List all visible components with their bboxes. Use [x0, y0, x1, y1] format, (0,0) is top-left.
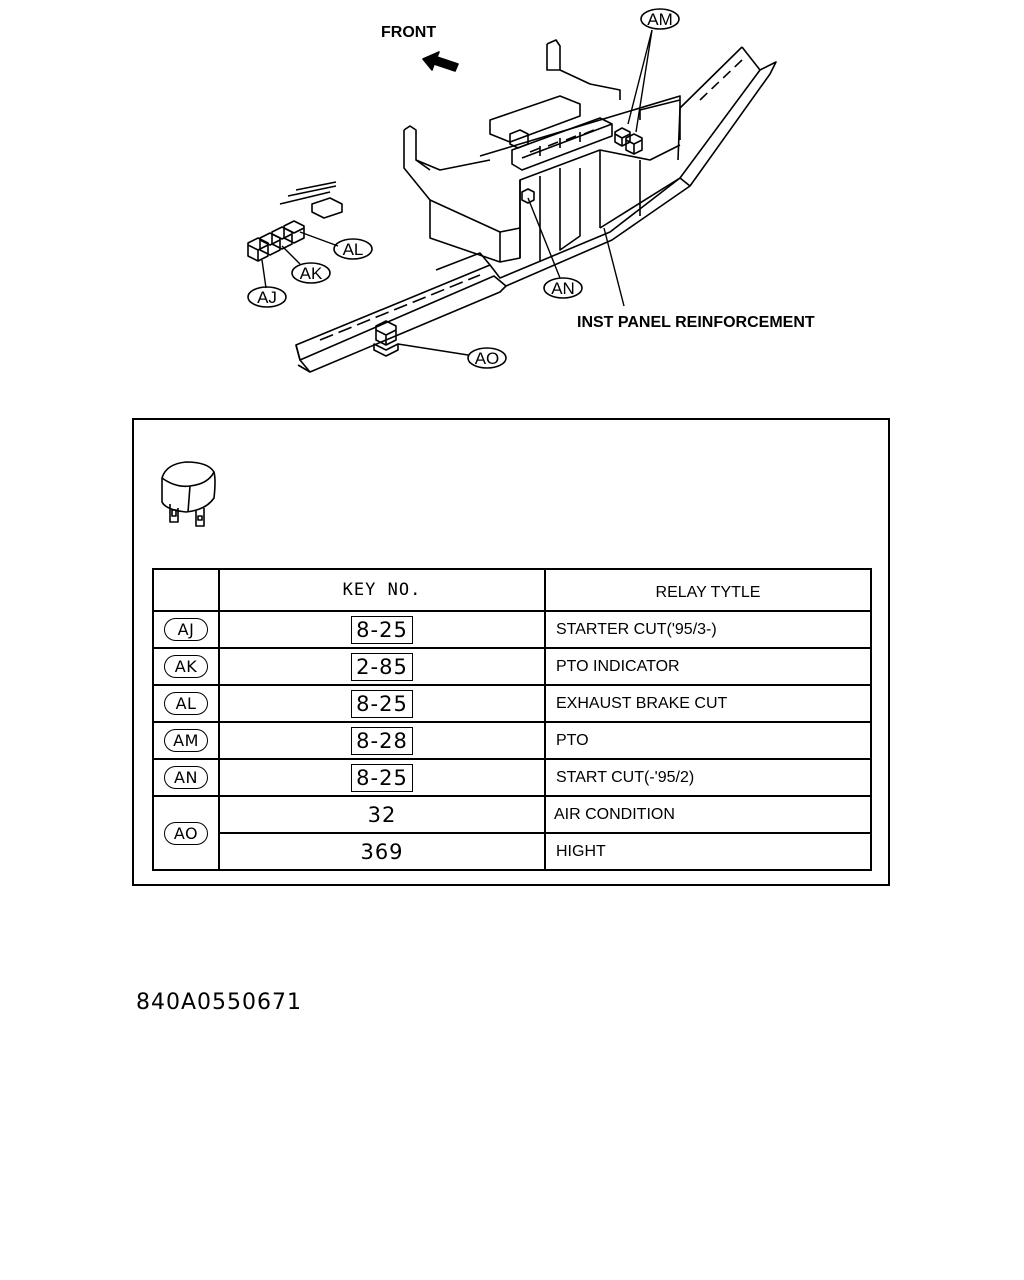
- row-key-no: 32: [367, 802, 397, 827]
- row-id-badge: AJ: [164, 618, 208, 641]
- svg-text:AM: AM: [647, 10, 673, 29]
- row-id-badge-ao: AO: [164, 821, 208, 845]
- callout-am: AM: [640, 8, 680, 30]
- row-relay-type: HIGHT: [556, 842, 606, 860]
- relay-location-diagram: FRONT: [247, 8, 815, 373]
- row-key-no: 8-28: [351, 726, 413, 755]
- row-key-no: 8-25: [351, 615, 413, 644]
- relay-block-top: [489, 95, 613, 171]
- row-key-no: 2-85: [351, 652, 413, 681]
- relay-icon: [161, 461, 216, 527]
- svg-text:AL: AL: [343, 240, 364, 259]
- row-relay-type: AIR CONDITION: [554, 805, 675, 823]
- table-header-row: KEY NO. RELAY TYTLE: [152, 568, 872, 612]
- row-id-badge: AN: [164, 766, 208, 789]
- table-row-ao-hight: 369 HIGHT: [153, 832, 872, 871]
- reinforcement-label: INST PANEL REINFORCEMENT: [577, 314, 815, 331]
- relay-ao-cube: [373, 320, 399, 357]
- svg-text:AO: AO: [475, 349, 500, 368]
- relay-table: KEY NO. RELAY TYTLE AJ 8-25 STARTER CUT(…: [152, 568, 872, 871]
- row-relay-type: PTO: [556, 731, 589, 749]
- callout-al: AL: [333, 238, 373, 260]
- row-id-badge: AK: [164, 655, 208, 678]
- svg-text:AK: AK: [300, 264, 323, 283]
- relay-an-cube: [521, 188, 535, 204]
- inst-panel-reinforcement-beam: [295, 46, 777, 373]
- row-key-no: 8-25: [351, 689, 413, 718]
- header-key-no: KEY NO.: [218, 568, 546, 612]
- relay-legend-panel: KEY NO. RELAY TYTLE AJ 8-25 STARTER CUT(…: [132, 418, 890, 886]
- table-row-ao-air-condition: AO 32 AIR CONDITION: [152, 795, 872, 871]
- svg-text:AN: AN: [551, 279, 575, 298]
- table-row: AN 8-25 START CUT(-'95/2): [152, 758, 872, 797]
- table-row: AK 2-85 PTO INDICATOR: [152, 647, 872, 686]
- row-relay-type: PTO INDICATOR: [556, 657, 680, 675]
- left-relay-harness: [247, 181, 343, 262]
- row-id-badge: AL: [164, 692, 208, 715]
- front-label: FRONT: [381, 24, 436, 41]
- callout-ao: AO: [467, 347, 507, 369]
- leader-lines: [261, 29, 653, 356]
- table-row: AM 8-28 PTO: [152, 721, 872, 760]
- svg-text:AJ: AJ: [257, 288, 277, 307]
- row-relay-type: STARTER CUT('95/3-): [556, 620, 717, 638]
- callout-ak: AK: [291, 262, 331, 284]
- table-row: AL 8-25 EXHAUST BRAKE CUT: [152, 684, 872, 723]
- row-key-no: 8-25: [351, 763, 413, 792]
- table-row: AJ 8-25 STARTER CUT('95/3-): [152, 610, 872, 649]
- header-relay-type: RELAY TYTLE: [544, 568, 872, 612]
- row-relay-type: START CUT(-'95/2): [556, 768, 695, 786]
- relay-am-cubes: [614, 127, 643, 155]
- row-key-no: 369: [360, 839, 404, 864]
- front-arrow: [422, 51, 459, 72]
- header-id-cell: [152, 568, 220, 612]
- center-bracket: [403, 39, 681, 263]
- row-relay-type: EXHAUST BRAKE CUT: [556, 694, 728, 712]
- callout-an: AN: [543, 277, 583, 299]
- row-id-badge: AM: [164, 729, 208, 752]
- callout-aj: AJ: [247, 286, 287, 308]
- figure-code: 840A0550671: [136, 990, 303, 1015]
